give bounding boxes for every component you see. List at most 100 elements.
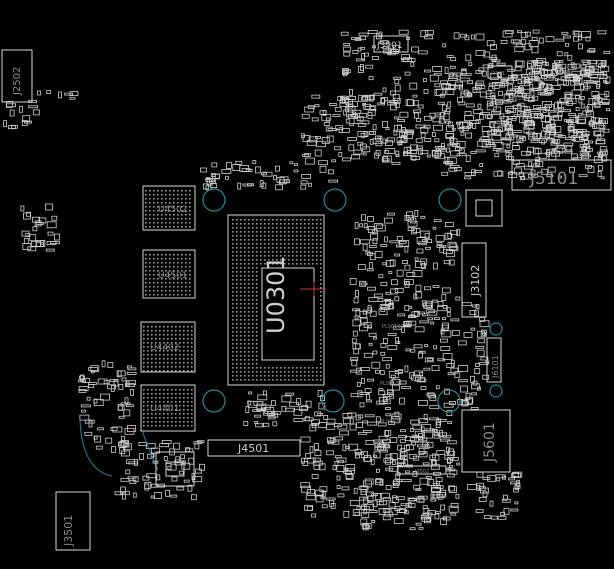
bga-pad — [236, 347, 238, 349]
smd-component — [508, 153, 513, 161]
smd-component — [352, 109, 362, 114]
bga-pad — [320, 291, 322, 293]
bga-pad — [183, 401, 185, 403]
smd-component — [448, 464, 453, 468]
bga-pad — [143, 389, 145, 391]
bga-pad — [185, 278, 187, 280]
smd-component — [356, 381, 361, 387]
bga-pad — [177, 214, 179, 216]
smd-component — [534, 68, 541, 74]
smd-component — [406, 211, 414, 219]
smd-component — [568, 113, 577, 116]
bga-pad — [179, 370, 181, 372]
smd-component — [389, 240, 400, 244]
smd-component — [497, 170, 503, 177]
bga-pad — [312, 259, 314, 261]
smd-component — [410, 61, 415, 67]
smd-component — [483, 51, 491, 58]
smd-component — [414, 111, 419, 119]
bga-pad — [151, 326, 153, 328]
bga-pad — [155, 346, 157, 348]
bga-pad — [256, 259, 258, 261]
bga-pad — [157, 222, 159, 224]
smd-component — [311, 94, 321, 99]
smd-component — [477, 330, 486, 338]
smd-component — [545, 62, 549, 67]
smd-component — [300, 184, 307, 190]
bga-pad — [252, 371, 254, 373]
bga-pad — [159, 425, 161, 427]
bga-pad — [268, 367, 270, 369]
smd-component — [515, 163, 525, 168]
smd-component — [426, 510, 436, 516]
bga-pad — [171, 362, 173, 364]
bga-pad — [181, 194, 183, 196]
bga-pad — [189, 270, 191, 272]
bga-pad — [143, 405, 145, 407]
smd-component — [546, 174, 554, 178]
smd-component — [436, 418, 442, 426]
smd-component — [304, 106, 315, 113]
bga-pad — [171, 417, 173, 419]
smd-component — [457, 340, 467, 346]
smd-component — [211, 162, 218, 168]
bga-pad — [256, 251, 258, 253]
smd-component — [554, 65, 561, 73]
smd-component — [435, 147, 446, 152]
bga-pad — [167, 409, 169, 411]
smd-component — [596, 138, 606, 145]
bga-pad — [260, 231, 262, 233]
bga-pad — [280, 223, 282, 225]
bga-pad — [320, 243, 322, 245]
smd-component — [486, 100, 493, 107]
bga-pad — [159, 338, 161, 340]
smd-component — [294, 163, 299, 167]
bga-pad — [163, 362, 165, 364]
smd-component — [541, 75, 548, 79]
smd-component — [364, 106, 375, 110]
smd-component — [523, 79, 530, 87]
bga-pad — [252, 243, 254, 245]
smd-component — [580, 133, 589, 140]
bga-pad — [304, 263, 306, 265]
bga-pad — [256, 359, 258, 361]
smd-component — [447, 241, 457, 248]
smd-component — [409, 428, 414, 432]
bga-pad — [181, 218, 183, 220]
smd-component — [474, 309, 480, 317]
bga-pad — [161, 254, 163, 256]
bga-pad — [308, 375, 310, 377]
smd-component — [261, 182, 267, 189]
smd-component — [358, 431, 367, 435]
bga-pad — [232, 291, 234, 293]
smd-component — [304, 416, 310, 422]
smd-component — [554, 109, 562, 113]
smd-component — [97, 378, 108, 385]
smd-component — [479, 320, 490, 328]
smd-component — [363, 480, 372, 488]
smd-component — [453, 166, 462, 171]
smd-component — [446, 473, 455, 478]
smd-component — [500, 116, 509, 122]
bga-pad — [181, 198, 183, 200]
smd-component — [375, 224, 386, 232]
smd-component — [380, 243, 388, 247]
bga-pad — [244, 263, 246, 265]
bga-pad — [264, 219, 266, 221]
bga-pad — [248, 299, 250, 301]
smd-component — [418, 418, 429, 424]
smd-component — [466, 92, 472, 97]
bga-pad — [185, 282, 187, 284]
bga-pad — [248, 303, 250, 305]
bga-pad — [169, 294, 171, 296]
smd-component — [54, 233, 60, 241]
bga-pad — [248, 223, 250, 225]
bga-pad — [151, 358, 153, 360]
bga-pad — [232, 335, 234, 337]
smd-component — [433, 433, 441, 439]
bga-pad — [272, 367, 274, 369]
smd-component — [128, 461, 139, 465]
smd-component — [424, 138, 432, 142]
smd-component — [444, 222, 454, 228]
smd-component — [407, 497, 416, 502]
